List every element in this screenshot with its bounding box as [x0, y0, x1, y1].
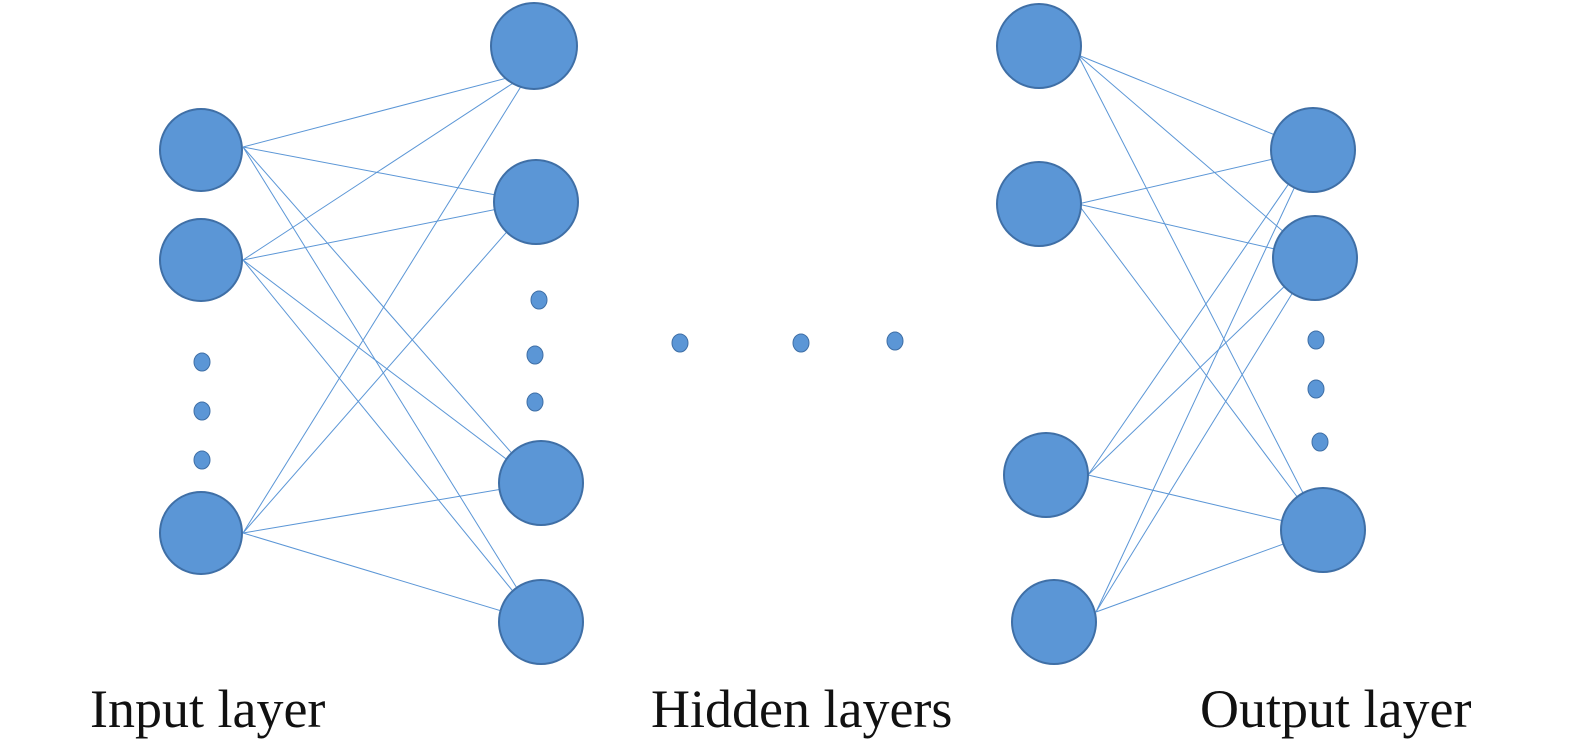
connection: [1077, 54, 1313, 151]
connection: [242, 482, 539, 534]
connection: [1095, 257, 1315, 613]
ellipsis-dot: [671, 333, 689, 353]
ellipsis-dot: [886, 331, 904, 351]
connection: [242, 259, 539, 623]
hidden-node: [493, 159, 579, 245]
hidden-node: [1011, 579, 1097, 665]
ellipsis-dot: [193, 450, 211, 470]
ellipsis-dot: [1307, 330, 1325, 350]
output-node: [1270, 107, 1356, 193]
hidden-node: [490, 2, 578, 90]
output-layer-nodes: [1270, 107, 1366, 573]
connection: [1087, 149, 1313, 476]
hidden-node: [498, 579, 584, 665]
input-node: [159, 218, 243, 302]
output-node: [1280, 487, 1366, 573]
hidden-node: [498, 440, 584, 526]
connection: [242, 259, 539, 484]
hidden-node: [996, 161, 1082, 247]
output-layer-label: Output layer: [1200, 679, 1471, 739]
last-hidden-layer-nodes: [996, 3, 1097, 665]
output-node: [1272, 215, 1358, 301]
hidden-layers-label: Hidden layers: [651, 679, 952, 739]
hidden-layers-ellipsis: [671, 331, 904, 353]
ellipsis-dot: [792, 333, 810, 353]
connection: [242, 71, 531, 148]
connection: [242, 71, 531, 534]
connection: [242, 532, 539, 623]
connection: [242, 146, 539, 623]
connection: [1087, 257, 1315, 476]
ellipsis-dot: [526, 392, 544, 412]
connection: [242, 201, 534, 261]
hidden-node: [1003, 432, 1089, 518]
input-node: [159, 108, 243, 192]
connection: [242, 146, 539, 484]
connection: [242, 146, 534, 203]
first-hidden-layer-nodes: [490, 2, 584, 665]
input-layer-nodes: [159, 108, 243, 575]
connection: [242, 71, 531, 261]
ellipsis-dot: [193, 401, 211, 421]
ellipsis-dot: [193, 352, 211, 372]
connection: [1077, 54, 1315, 259]
ellipsis-dot: [1307, 379, 1325, 399]
input-node: [159, 491, 243, 575]
connection: [1077, 54, 1323, 531]
ellipsis-dot: [526, 345, 544, 365]
ellipsis-dot: [530, 290, 548, 310]
connection: [1095, 149, 1313, 613]
ellipsis-dot: [1311, 432, 1329, 452]
input-to-hidden-connections: [242, 71, 539, 623]
connection: [242, 201, 534, 534]
input-layer-label: Input layer: [90, 679, 325, 739]
hidden-node: [996, 3, 1082, 89]
